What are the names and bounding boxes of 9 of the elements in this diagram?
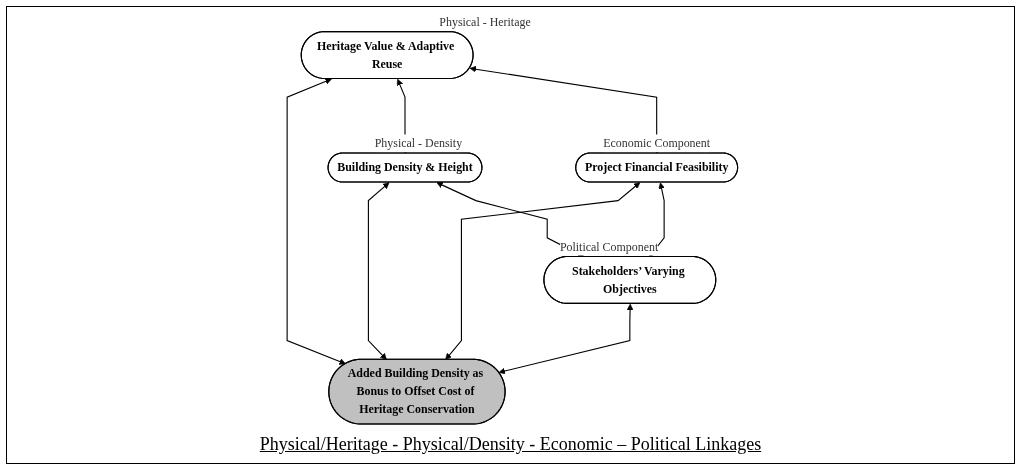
- arrow: [498, 303, 634, 375]
- node-label: Economic Component: [603, 136, 711, 150]
- arrow: [445, 182, 641, 360]
- node-label: Physical - Heritage: [439, 15, 531, 28]
- node-label: Physical - Density: [374, 136, 463, 150]
- arrow: [367, 182, 390, 360]
- node-label: Political Component: [559, 240, 659, 253]
- arrow: [286, 78, 346, 365]
- caption: Physical/Heritage - Physical/Density - Economic – Political Linkages: [259, 434, 762, 455]
